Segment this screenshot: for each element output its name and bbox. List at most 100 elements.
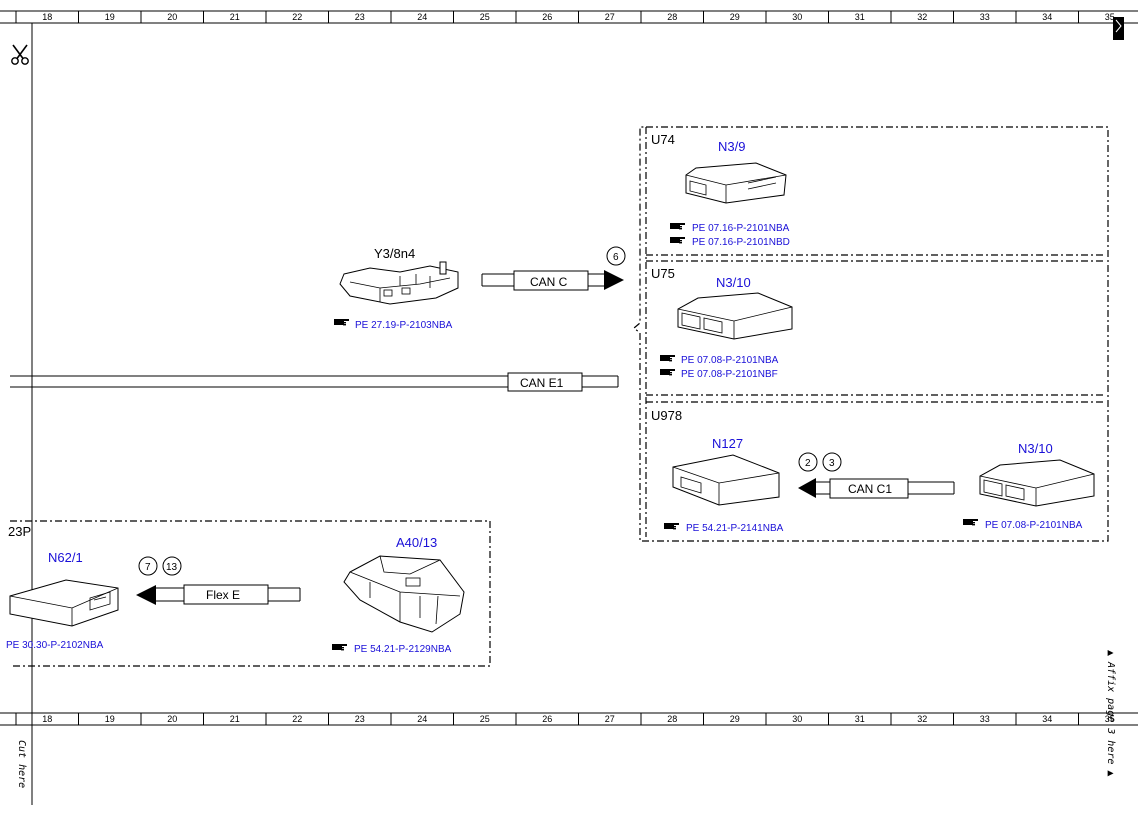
top-column-number: 27	[605, 12, 615, 22]
top-column-number: 33	[980, 12, 990, 22]
reference-link[interactable]: PE 07.16-P-2101NBD	[692, 237, 790, 248]
group-u75: U75 N3/10 PE 07.08-P-2101NBA PE 07.08-P-…	[651, 266, 793, 380]
right-group-frame	[633, 126, 1109, 542]
bottom-column-number: 28	[667, 714, 677, 724]
bus-label: CAN E1	[520, 376, 564, 390]
scissors-icon	[11, 44, 29, 65]
top-column-number: 25	[480, 12, 490, 22]
bottom-column-number: 35	[1105, 714, 1115, 724]
component-label[interactable]: Y3/8n4	[374, 246, 415, 261]
bottom-column-number: 23	[355, 714, 365, 724]
top-column-number: 32	[917, 12, 927, 22]
component-label[interactable]: N3/10	[1018, 441, 1053, 456]
top-column-number: 18	[42, 12, 52, 22]
bottom-column-number: 31	[855, 714, 865, 724]
bottom-column-number: 26	[542, 714, 552, 724]
pointing-hand-icon	[670, 223, 685, 230]
affix-label: ▲ Affix page 3 here ▲	[1105, 650, 1116, 776]
ecu-module-icon[interactable]	[685, 162, 787, 204]
top-column-number: 29	[730, 12, 740, 22]
bottom-column-number: 25	[480, 714, 490, 724]
bottom-column-number: 20	[167, 714, 177, 724]
component-label[interactable]: N62/1	[48, 550, 83, 565]
pointing-hand-icon	[660, 355, 675, 362]
bottom-column-number: 34	[1042, 714, 1052, 724]
top-column-number: 34	[1042, 12, 1052, 22]
connector-circle	[162, 556, 182, 576]
ecu-module-icon[interactable]	[979, 459, 1095, 507]
transmission-control-unit: Y3/8n4 PE 27.19-P-2103NBA CAN C 6	[334, 246, 626, 331]
pointing-hand-icon	[963, 519, 978, 526]
top-column-number: 20	[167, 12, 177, 22]
group-u74: U74 N3/9 PE 07.16-P-2101NBA PE 07.16-P-2…	[651, 132, 790, 248]
reference-link[interactable]: PE 30.30-P-2102NBA	[6, 640, 104, 651]
reference-link[interactable]: PE 07.08-P-2101NBA	[681, 355, 779, 366]
bottom-column-number: 21	[230, 714, 240, 724]
top-column-number: 24	[417, 12, 427, 22]
bracket-module-icon[interactable]	[343, 555, 465, 633]
connector-number: 3	[829, 458, 835, 469]
corner-tab-icon	[1113, 17, 1124, 40]
reference-link[interactable]: PE 54.21-P-2129NBA	[354, 644, 452, 655]
bus-label: CAN C1	[848, 482, 892, 496]
top-column-number: 35	[1105, 12, 1115, 22]
bottom-column-number: 32	[917, 714, 927, 724]
control-unit-icon[interactable]	[672, 454, 780, 506]
connector-circle	[798, 452, 818, 472]
bus-label: CAN C	[530, 275, 568, 289]
pointing-hand-icon	[334, 319, 349, 326]
flex-e-bus[interactable]: Flex E	[136, 584, 301, 605]
top-column-number: 23	[355, 12, 365, 22]
pointing-hand-icon	[660, 369, 675, 376]
top-column-number: 21	[230, 12, 240, 22]
connector-circle	[606, 246, 626, 266]
component-label[interactable]: N127	[712, 436, 743, 451]
bottom-column-number: 30	[792, 714, 802, 724]
bottom-column-number: 18	[42, 714, 52, 724]
top-column-number: 26	[542, 12, 552, 22]
bottom-column-number: 19	[105, 714, 115, 724]
connector-number: 7	[145, 562, 151, 573]
bus-label: Flex E	[206, 588, 240, 602]
group-u978: U978 N127 PE 54.21-P-2141NBA CAN C1 2 3 …	[651, 408, 1095, 534]
component-label[interactable]: A40/13	[396, 535, 437, 550]
component-label[interactable]: N3/10	[716, 275, 751, 290]
valve-body-icon[interactable]	[339, 261, 459, 305]
group-code: U978	[651, 408, 682, 423]
group-code: U74	[651, 132, 675, 147]
can-c-bus[interactable]: CAN C	[481, 270, 624, 291]
top-column-number: 19	[105, 12, 115, 22]
top-column-number: 22	[292, 12, 302, 22]
cut-here-label: Cut here	[16, 740, 27, 788]
top-ruler: 18 19 20 21 22 23 24 25 26 27 28 29 30 31 32 33 34 35	[0, 10, 1138, 24]
connector-circle	[822, 452, 842, 472]
reference-link[interactable]: PE 07.08-P-2101NBF	[681, 369, 778, 380]
bottom-column-number: 27	[605, 714, 615, 724]
reference-link[interactable]: PE 54.21-P-2141NBA	[686, 523, 784, 534]
reference-link[interactable]: PE 27.19-P-2103NBA	[355, 320, 453, 331]
connector-number: 2	[805, 458, 811, 469]
group-23p: 23P N62/1 PE 30.30-P-2102NBA Flex E 7 13…	[6, 520, 491, 667]
can-e1-bus[interactable]: CAN E1	[10, 372, 619, 392]
control-unit-icon[interactable]	[9, 579, 119, 627]
group-code: U75	[651, 266, 675, 281]
connector-circle	[138, 556, 158, 576]
bottom-column-number: 24	[417, 714, 427, 724]
bottom-column-number: 22	[292, 714, 302, 724]
reference-link[interactable]: PE 07.16-P-2101NBA	[692, 223, 790, 234]
top-column-number: 31	[855, 12, 865, 22]
component-label[interactable]: N3/9	[718, 139, 745, 154]
top-column-number: 28	[667, 12, 677, 22]
pointing-hand-icon	[670, 237, 685, 244]
pointing-hand-icon	[332, 644, 347, 651]
top-column-number: 30	[792, 12, 802, 22]
ecu-module-icon[interactable]	[677, 292, 793, 340]
bottom-column-number: 29	[730, 714, 740, 724]
pointing-hand-icon	[664, 523, 679, 530]
reference-link[interactable]: PE 07.08-P-2101NBA	[985, 520, 1083, 531]
can-c1-bus[interactable]: CAN C1	[798, 478, 955, 499]
connector-number: 6	[613, 252, 619, 263]
connector-number: 13	[166, 562, 178, 573]
